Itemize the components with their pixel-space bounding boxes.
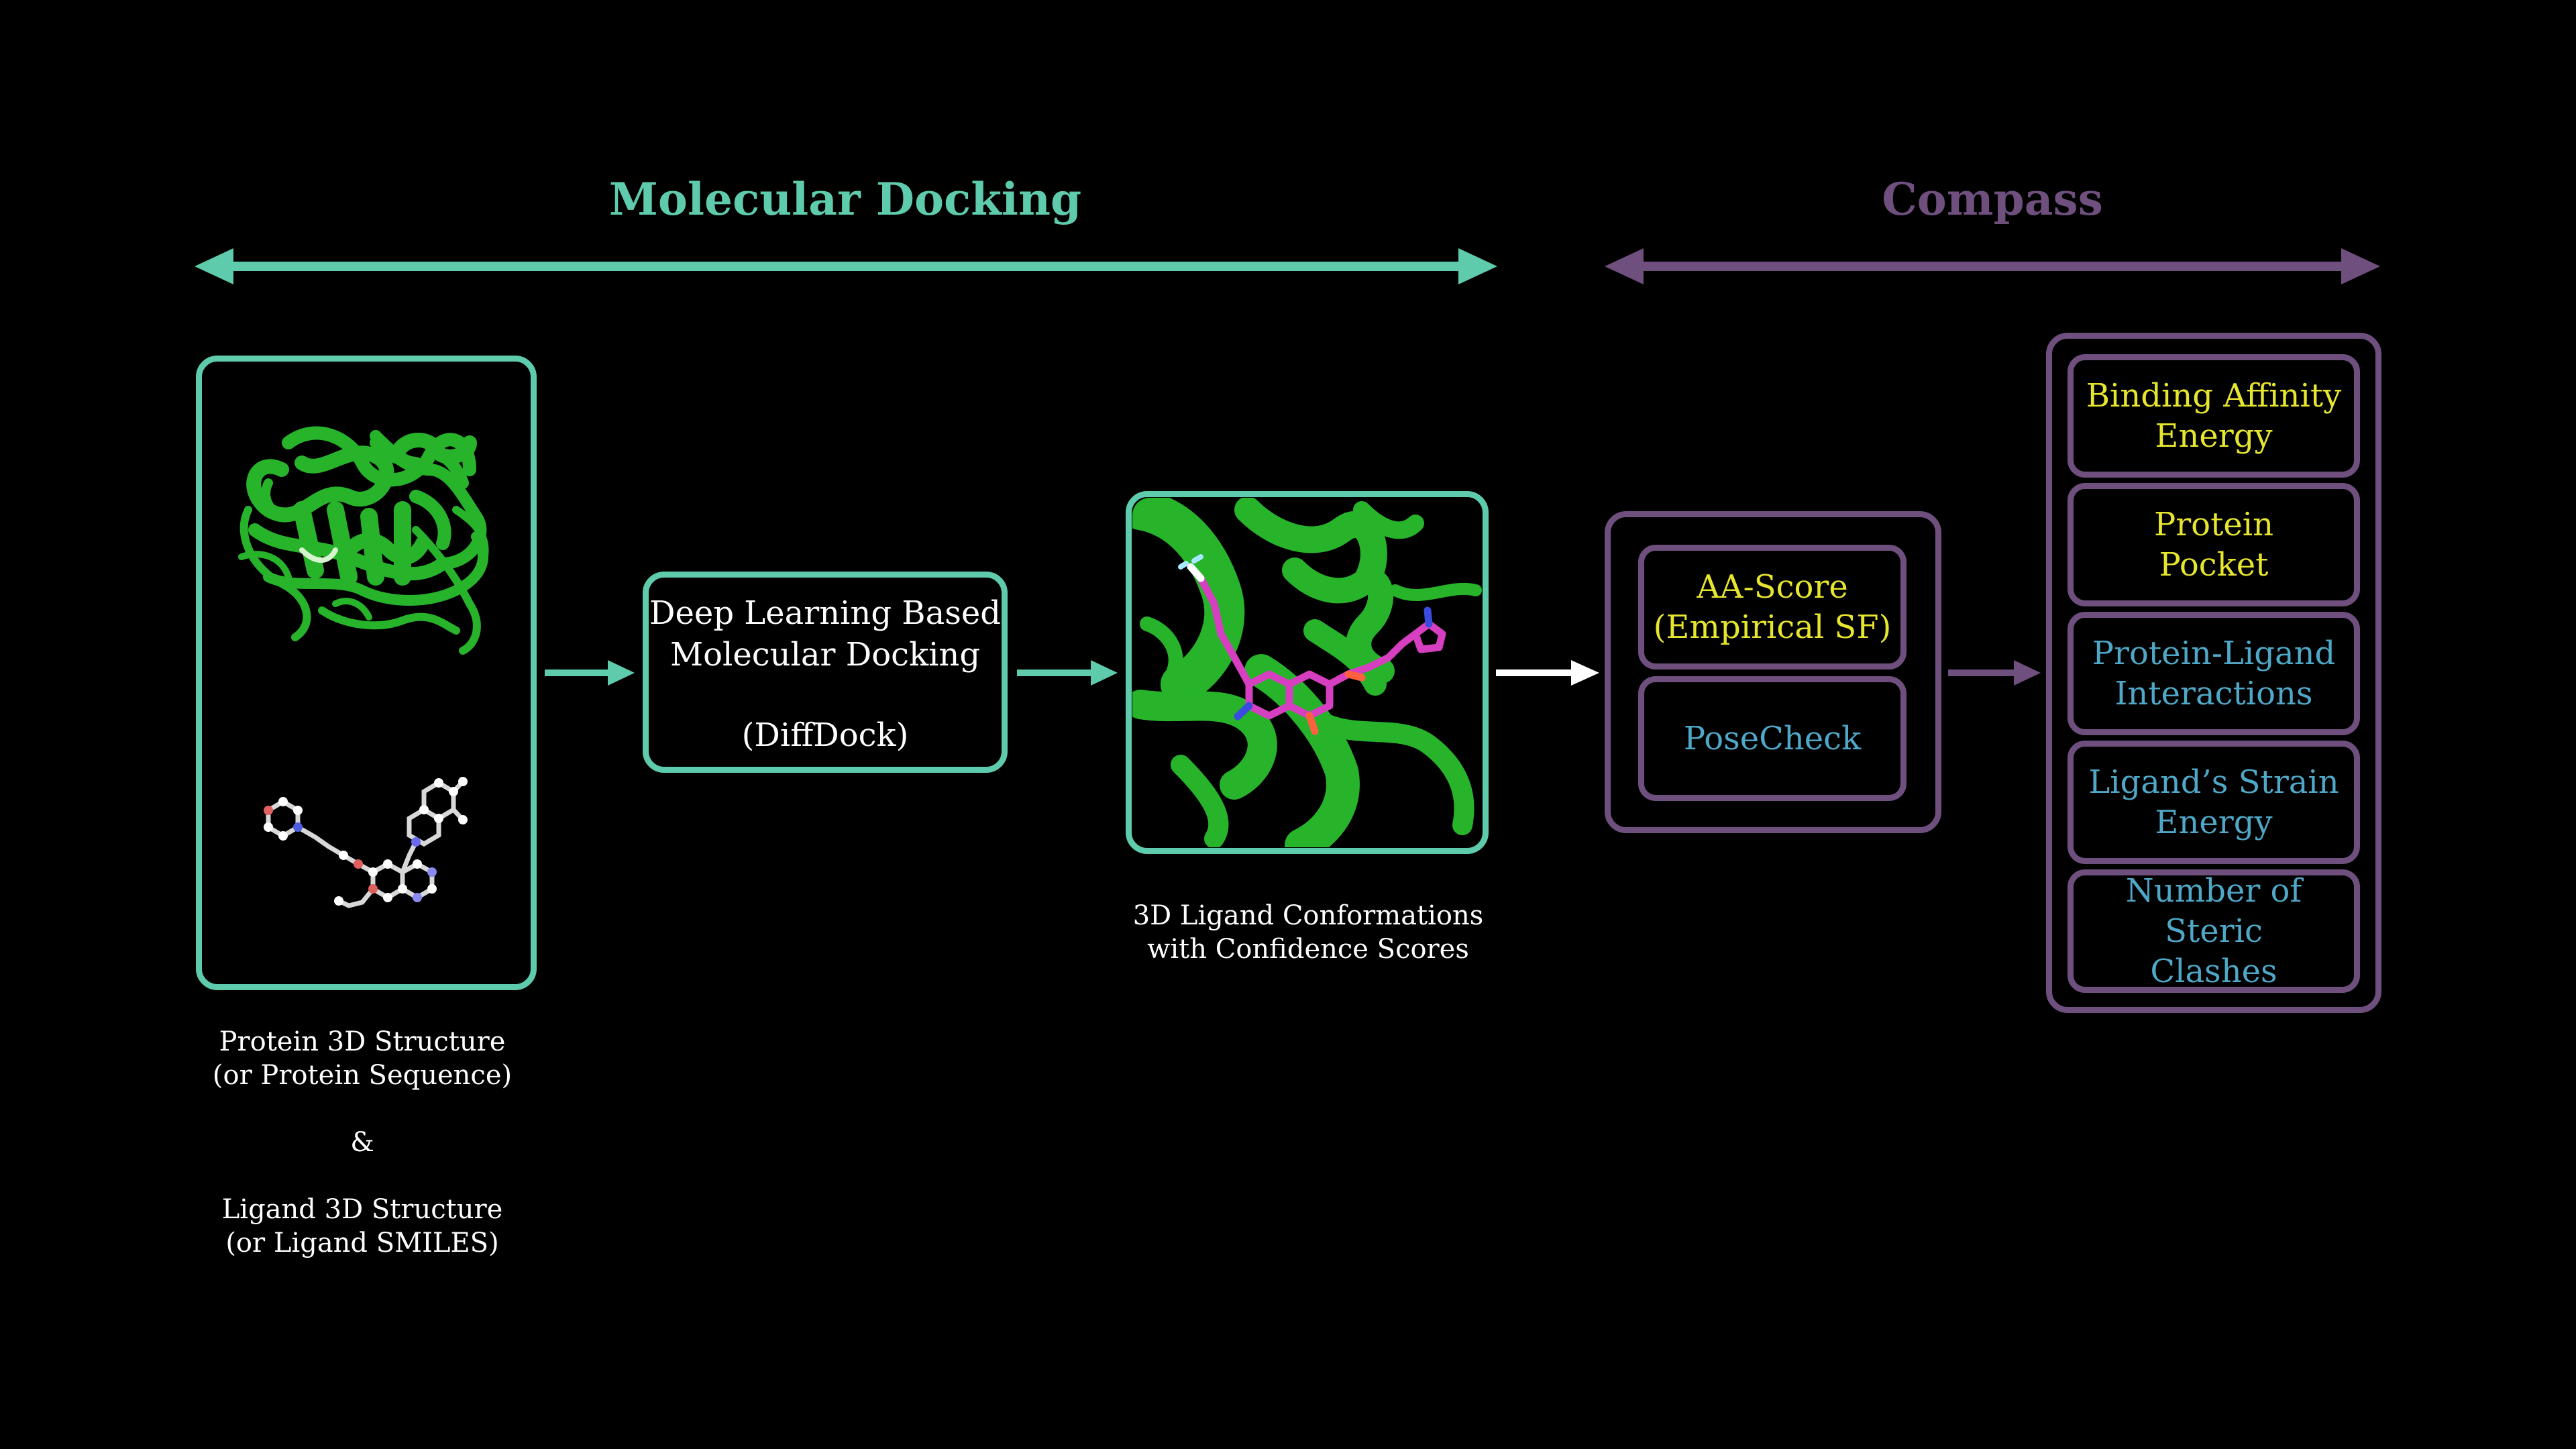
output-caption-line1: 3D Ligand Conformations bbox=[1132, 900, 1484, 931]
output-caption: 3D Ligand Conformations with Confidence … bbox=[1100, 899, 1516, 966]
docking-span-arrow bbox=[195, 248, 1497, 284]
protein-structure-image bbox=[238, 426, 489, 655]
metric-binding-affinity-line2: Energy bbox=[2155, 417, 2273, 455]
metric-clashes-line1: Number of Steric bbox=[2125, 872, 2302, 950]
metric-steric-clashes: Number of Steric Clashes bbox=[2068, 869, 2360, 993]
compass-span-arrow bbox=[1605, 248, 2380, 284]
input-caption-ampersand: & bbox=[350, 1127, 374, 1158]
section-title-compass: Compass bbox=[1882, 173, 2103, 225]
output-box bbox=[1126, 491, 1489, 854]
metric-binding-affinity: Binding Affinity Energy bbox=[2068, 354, 2360, 478]
input-caption-protein: Protein 3D Structure bbox=[219, 1026, 506, 1057]
input-caption-ligand-alt: (or Ligand SMILES) bbox=[225, 1228, 499, 1258]
input-caption-protein-alt: (or Protein Sequence) bbox=[212, 1060, 513, 1091]
docking-method-box: Deep Learning Based Molecular Docking (D… bbox=[643, 572, 1008, 773]
docking-method-line2: Molecular Docking bbox=[669, 636, 981, 674]
output-caption-line2: with Confidence Scores bbox=[1147, 934, 1469, 965]
arrow-tools-to-metrics bbox=[1948, 660, 2041, 686]
tool-aa-score-desc: (Empirical SF) bbox=[1653, 608, 1892, 646]
tool-posecheck-name: PoseCheck bbox=[1683, 720, 1862, 757]
section-title-docking: Molecular Docking bbox=[608, 173, 1082, 225]
arrow-output-to-compass bbox=[1496, 660, 1599, 686]
arrow-docking-to-output bbox=[1017, 660, 1118, 686]
metric-interactions-line1: Protein-Ligand bbox=[2092, 635, 2336, 672]
metric-clashes-line2: Clashes bbox=[2150, 953, 2277, 990]
metric-interactions-line2: Interactions bbox=[2114, 675, 2313, 712]
metric-protein-pocket-line2: Pocket bbox=[2159, 546, 2269, 584]
input-box bbox=[196, 356, 537, 990]
metric-protein-ligand-interactions: Protein-Ligand Interactions bbox=[2068, 612, 2360, 735]
metric-strain-line2: Energy bbox=[2155, 804, 2273, 841]
docking-method-name: (DiffDock) bbox=[741, 716, 909, 754]
metric-protein-pocket-line1: Protein bbox=[2153, 506, 2274, 543]
tool-aa-score: AA-Score (Empirical SF) bbox=[1638, 545, 1907, 669]
arrow-input-to-docking bbox=[545, 660, 635, 686]
tool-aa-score-name: AA-Score bbox=[1697, 568, 1848, 606]
input-caption: Protein 3D Structure (or Protein Sequenc… bbox=[161, 1025, 564, 1260]
tool-posecheck: PoseCheck bbox=[1638, 676, 1907, 801]
compass-tools-box bbox=[1605, 511, 1941, 833]
metric-protein-pocket: Protein Pocket bbox=[2068, 483, 2360, 606]
metric-strain-line1: Ligand’s Strain bbox=[2088, 763, 2339, 801]
input-caption-ligand: Ligand 3D Structure bbox=[221, 1194, 503, 1225]
metric-binding-affinity-line1: Binding Affinity bbox=[2086, 377, 2342, 415]
docking-method-line1: Deep Learning Based bbox=[649, 594, 1001, 632]
compass-metrics-box bbox=[2046, 333, 2381, 1013]
ligand-atoms bbox=[264, 777, 468, 906]
docked-pose-image bbox=[1132, 498, 1482, 847]
metric-ligand-strain-energy: Ligand’s Strain Energy bbox=[2068, 741, 2360, 864]
